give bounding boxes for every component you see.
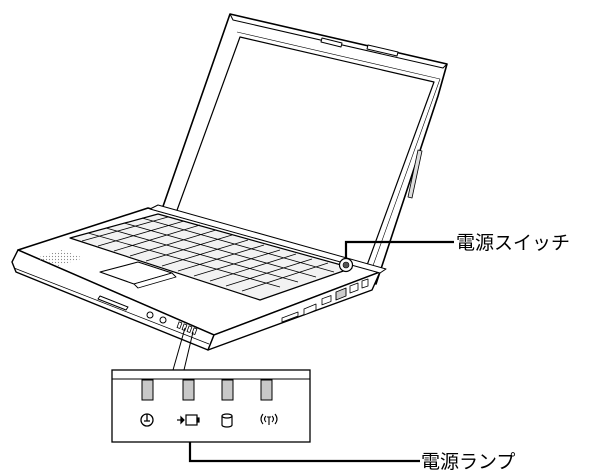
power-icon bbox=[140, 413, 154, 427]
laptop-lid bbox=[159, 13, 448, 285]
battery-lamp-led bbox=[182, 379, 195, 401]
power-lamp-label: 電源ランプ bbox=[421, 451, 515, 473]
power-switch-button bbox=[338, 257, 354, 273]
power-switch-callout: 電源スイッチ bbox=[344, 232, 570, 258]
laptop-base bbox=[11, 204, 387, 351]
wireless-icon bbox=[260, 413, 278, 425]
disk-icon bbox=[221, 413, 233, 428]
power-lamp-led bbox=[141, 379, 154, 401]
power-switch-label: 電源スイッチ bbox=[456, 232, 570, 254]
indicator-zoom-callout: 電源ランプ bbox=[111, 327, 515, 473]
disk-lamp-led bbox=[221, 379, 234, 401]
battery-charge-icon bbox=[177, 414, 200, 426]
wireless-lamp-led bbox=[260, 379, 273, 401]
